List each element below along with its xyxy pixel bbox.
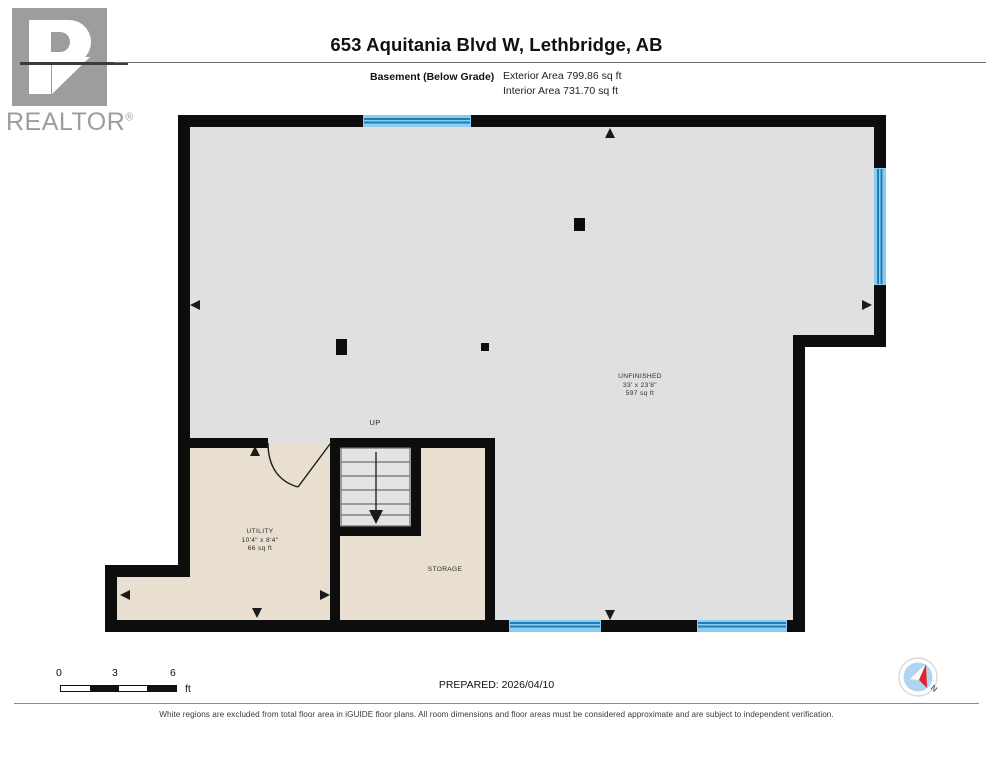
room-label-storage: STORAGE <box>385 566 505 575</box>
dimension-marker-up-utility <box>250 446 260 456</box>
window-top <box>363 115 471 127</box>
room-area-utility: 66 sq ft <box>247 545 273 553</box>
room-dimensions-utility: 10'4" x 8'4" <box>241 536 279 544</box>
dimension-marker-left-unfinished <box>190 300 200 310</box>
wall-bottom-middle <box>601 620 697 632</box>
wall-bottom-left <box>105 620 509 632</box>
realtor-logo: REALTOR® <box>6 8 133 136</box>
dimension-marker-right-unfinished <box>862 300 872 310</box>
room-fill-storage <box>338 444 492 620</box>
room-label-utility: UTILITY 10'4" x 8'4" 66 sq ft <box>200 528 320 554</box>
scale-bar-track <box>60 685 177 692</box>
window-right <box>874 168 886 285</box>
dimension-marker-down-utility <box>252 608 262 618</box>
realtor-wordmark-text: REALTOR <box>6 108 126 136</box>
wall-interior-top-stairs <box>330 438 495 448</box>
wall-top-left <box>178 115 363 127</box>
room-name-unfinished: UNFINISHED <box>618 373 662 380</box>
scale-bar: 0 3 6 ft <box>52 667 212 699</box>
title-divider <box>114 62 986 63</box>
realtor-wordmark: REALTOR® <box>6 108 134 137</box>
wall-bottom-right <box>787 620 805 632</box>
logo-rule <box>20 62 128 65</box>
staircase <box>340 447 411 527</box>
scale-tick-3: 3 <box>112 667 118 679</box>
compass-icon <box>898 657 938 697</box>
prepared-date: PREPARED: 2026/04/10 <box>438 679 555 691</box>
wall-utility-left <box>105 565 117 632</box>
realtor-r-mark <box>12 8 107 106</box>
room-name-storage: STORAGE <box>427 566 463 573</box>
scale-tick-6: 6 <box>170 667 176 679</box>
dimension-marker-right-utility <box>320 590 330 600</box>
wall-right-upper <box>874 115 886 168</box>
logo-letter-stem <box>29 20 51 94</box>
page-title: 653 Aquitania Blvd W, Lethbridge, AB <box>330 34 663 55</box>
dimension-marker-left-utility <box>120 590 130 600</box>
scale-segment-4 <box>147 686 176 691</box>
stairwell-fill <box>341 447 411 532</box>
wall-utility-jog-horizontal <box>117 565 190 577</box>
window-bottom-left <box>509 620 601 632</box>
post-column-1 <box>574 218 585 231</box>
post-column-2 <box>336 339 347 355</box>
wall-left-exterior <box>178 115 190 577</box>
wall-interior-stairwell-right <box>411 438 421 536</box>
compass-rose: N <box>893 655 949 701</box>
room-dimensions-unfinished: 33' x 23'8" <box>622 381 657 389</box>
wall-right-notch-horizontal <box>793 335 886 347</box>
stairs-direction-label: UP <box>369 418 381 427</box>
room-label-unfinished: UNFINISHED 33' x 23'8" 597 sq ft <box>580 373 700 399</box>
interior-area-text: Interior Area 731.70 sq ft <box>503 85 618 97</box>
logo-letter-bowl-counter <box>51 32 70 52</box>
level-label: Basement (Below Grade) <box>370 71 495 83</box>
registered-trademark-icon: ® <box>125 111 134 124</box>
scale-tick-0: 0 <box>56 667 62 679</box>
room-name-utility: UTILITY <box>246 528 274 535</box>
dimension-marker-up-unfinished <box>605 128 615 138</box>
post-column-3 <box>481 343 489 351</box>
exterior-area-text: Exterior Area 799.86 sq ft <box>503 70 622 82</box>
wall-interior-utility-right <box>330 438 340 632</box>
wall-interior-storage-right <box>485 438 495 632</box>
scale-segment-2 <box>89 686 119 691</box>
wall-interior-top-utility <box>190 438 268 448</box>
window-bottom-right <box>697 620 787 632</box>
wall-right-notch-vertical <box>793 335 805 632</box>
door-utility <box>267 442 331 488</box>
wall-top-right <box>471 115 886 127</box>
room-area-unfinished: 597 sq ft <box>625 390 655 398</box>
disclaimer-text: White regions are excluded from total fl… <box>159 710 834 719</box>
dimension-marker-down-unfinished <box>605 610 615 620</box>
footer-divider <box>14 703 979 704</box>
scale-unit-label: ft <box>185 683 191 695</box>
wall-right-lower <box>874 285 886 347</box>
area-summary: Exterior Area 799.86 sq ft Interior Area… <box>503 69 621 99</box>
wall-interior-stairwell-bottom <box>330 526 421 536</box>
